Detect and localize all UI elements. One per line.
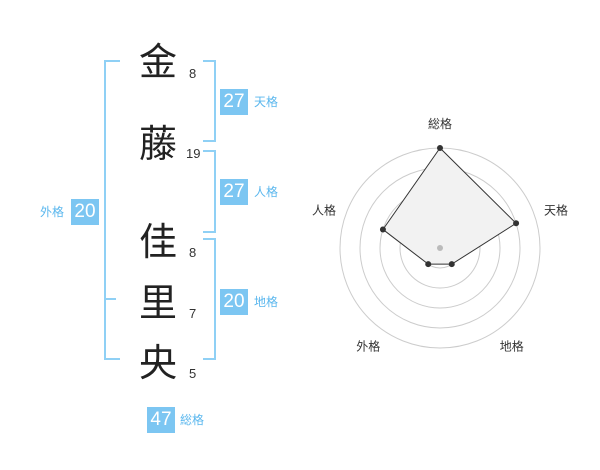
stroke-count-3: 8 — [189, 245, 197, 260]
soukaku-label: 総格 — [180, 413, 205, 427]
gaikaku-label: 外格 — [40, 205, 65, 219]
radar-point — [448, 261, 455, 268]
chikaku-label: 地格 — [254, 295, 279, 309]
jinkaku-label: 人格 — [254, 185, 279, 199]
soukaku-score: 47 — [147, 407, 175, 433]
jinkaku-score: 27 — [220, 179, 248, 205]
gaikaku-bracket — [104, 60, 120, 360]
jinkaku-bracket — [203, 150, 216, 233]
radar-point — [513, 220, 520, 227]
chikaku-bracket — [203, 238, 216, 360]
radar-point — [379, 226, 386, 233]
stroke-count-1: 8 — [189, 66, 197, 81]
radar-axis-label: 総格 — [428, 116, 452, 131]
radar-point — [425, 261, 432, 268]
gaikaku-bracket-divider — [104, 298, 116, 300]
tenkaku-score: 27 — [220, 89, 248, 115]
radar-axis-label: 天格 — [544, 202, 568, 217]
tenkaku-label: 天格 — [254, 95, 279, 109]
radar-area — [382, 147, 517, 265]
stroke-count-2: 19 — [186, 146, 201, 161]
stroke-count-4: 7 — [189, 306, 197, 321]
name-char-5: 央 — [138, 341, 177, 385]
radar-center-dot — [437, 245, 443, 251]
name-char-3: 佳 — [138, 220, 177, 264]
stroke-count-5: 5 — [189, 366, 197, 381]
radar-point — [437, 145, 443, 151]
chikaku-score: 20 — [220, 289, 248, 315]
radar-axis-label: 外格 — [356, 339, 380, 354]
name-char-2: 藤 — [138, 122, 177, 166]
tenkaku-bracket — [203, 60, 216, 142]
name-char-4: 里 — [138, 281, 177, 325]
name-char-1: 金 — [138, 40, 177, 84]
radar-axis-label: 地格 — [500, 339, 524, 354]
gaikaku-score: 20 — [71, 199, 99, 225]
radar-axis-label: 人格 — [312, 202, 336, 217]
